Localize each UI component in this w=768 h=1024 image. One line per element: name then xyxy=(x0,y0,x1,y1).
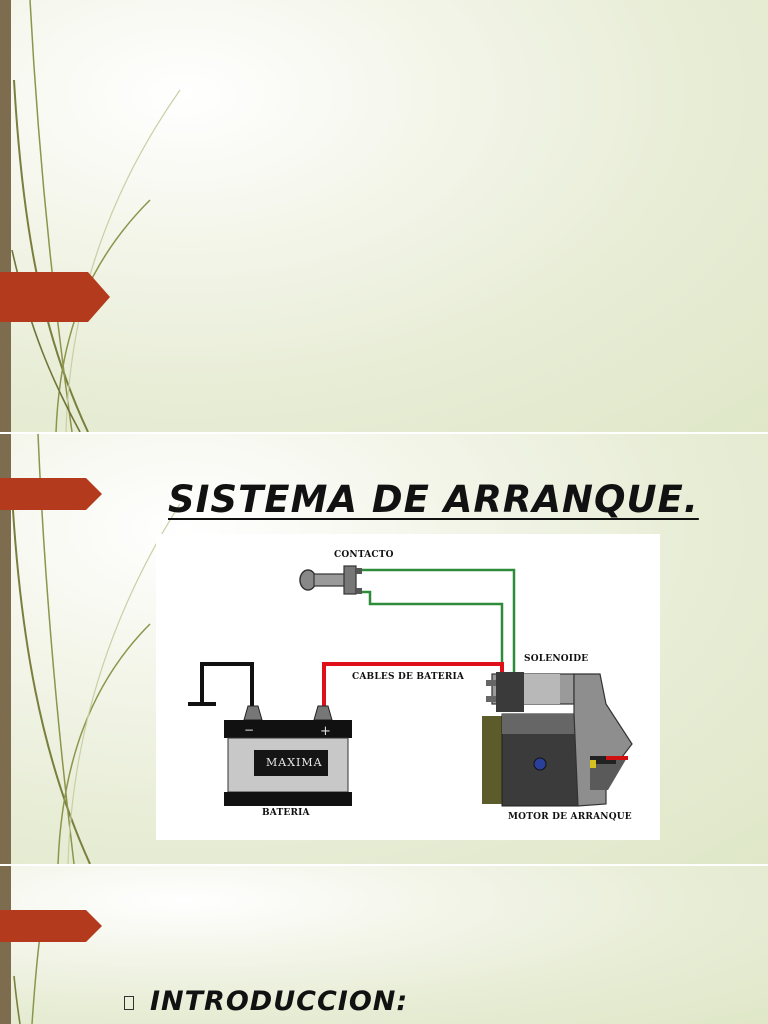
label-cables-bateria: CABLES DE BATERIA xyxy=(352,672,465,682)
battery-icon xyxy=(224,705,352,806)
side-bar xyxy=(0,434,11,864)
side-bar xyxy=(0,0,11,432)
red-arrow-tab xyxy=(0,478,102,510)
starter-system-diagram: − + CONTACTO SOLENOIDE CABLES DE BATERIA… xyxy=(156,534,660,840)
starter-motor-icon xyxy=(482,673,633,807)
slide-title: SISTEMA DE ARRANQUE. xyxy=(168,478,699,521)
intro-heading: INTRODUCCION: xyxy=(150,986,409,1017)
bullet-item: INTRODUCCION: xyxy=(124,986,408,1017)
ignition-key-icon xyxy=(299,565,362,595)
label-solenoide: SOLENOIDE xyxy=(524,654,589,664)
slide-gap xyxy=(0,432,768,434)
slide-2: SISTEMA DE ARRANQUE. xyxy=(0,434,768,864)
label-motor-arranque: MOTOR DE ARRANQUE xyxy=(508,812,632,822)
red-arrow-tab xyxy=(0,910,102,942)
decorative-grass-lines xyxy=(13,935,41,1024)
slide-3: INTRODUCCION: xyxy=(0,866,768,1024)
battery-brand: MAXIMA xyxy=(266,756,323,769)
battery-minus-sign: − xyxy=(244,723,254,737)
decorative-grass-lines xyxy=(11,0,181,432)
label-contacto: CONTACTO xyxy=(334,550,394,560)
slide-1 xyxy=(0,0,768,432)
bullet-box-icon xyxy=(124,995,134,1010)
decorative-grass-lines xyxy=(11,434,181,864)
battery-plus-sign: + xyxy=(320,724,331,739)
solenoid-icon xyxy=(486,672,575,712)
ground-icon xyxy=(188,662,254,706)
battery-cable xyxy=(322,662,504,706)
label-bateria: BATERIA xyxy=(262,808,310,818)
red-arrow-tab xyxy=(0,272,110,322)
slide-gap xyxy=(0,864,768,866)
control-wires xyxy=(360,568,516,674)
side-bar xyxy=(0,866,11,1024)
